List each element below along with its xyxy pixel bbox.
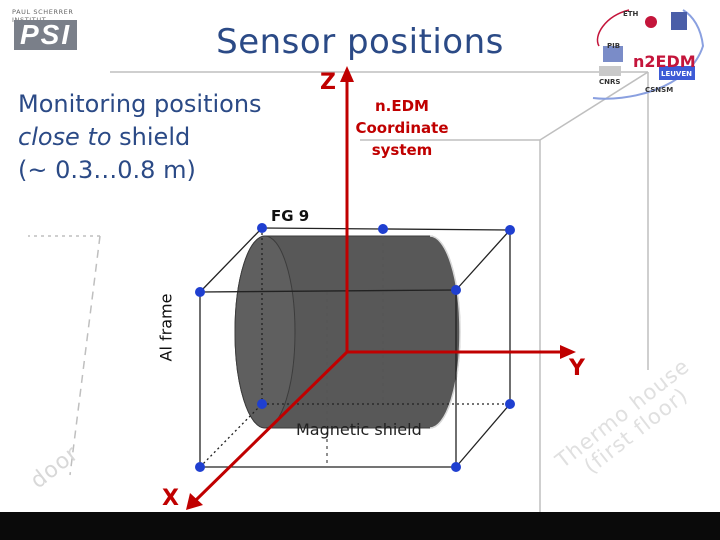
room-outline	[28, 71, 649, 520]
sensor-dot-fg9	[257, 223, 267, 233]
coordinate-axes	[186, 66, 576, 510]
al-frame-label: Al frame	[156, 293, 176, 362]
psi-logo: PAUL SCHERRER INSTITUT PSI	[10, 8, 110, 52]
z-axis-label: Z	[320, 70, 336, 95]
sensor-dot	[505, 225, 515, 235]
coordinate-line-1: n.EDM	[374, 97, 429, 115]
psi-logo-word: PSI	[14, 20, 78, 50]
monitoring-positions-text: Monitoring positions close to shield (~ …	[18, 88, 262, 187]
frame-front-top	[199, 289, 457, 293]
door-dashed-line	[69, 235, 101, 476]
eth-logo-text: ETH	[623, 10, 639, 18]
coordinate-line-3: system	[371, 141, 433, 159]
sensor-dot	[451, 462, 461, 472]
monitoring-italic-text: close to	[18, 123, 112, 151]
shield-right-rim	[429, 235, 461, 429]
x-axis-line	[194, 350, 349, 502]
frame-edge-top-left	[199, 227, 263, 293]
z-axis-arrowhead	[340, 66, 354, 82]
monitoring-line-1: Monitoring positions	[18, 90, 262, 118]
frame-edge-top-right	[455, 229, 511, 291]
coordinate-line-2: Coordinate	[355, 119, 449, 137]
coordinate-system-label: n.EDM Coordinate system	[352, 95, 452, 161]
csnsm-logo-text: CSNSM	[645, 86, 674, 94]
room-top-right-diagonal	[539, 71, 649, 141]
sensor-dot	[378, 224, 388, 234]
pib-logo-text: PIB	[607, 42, 621, 50]
frame-edge-bottom-left	[199, 403, 263, 468]
x-axis-arrowhead	[186, 493, 203, 510]
collaboration-logo-ring-icon	[592, 9, 705, 100]
frame-edge-bottom-right	[455, 403, 511, 468]
magnetic-shield-label: Magnetic shield	[296, 420, 422, 439]
monitoring-line-2-rest: shield	[111, 123, 191, 151]
sensor-dot	[451, 285, 461, 295]
n2edm-collaboration-logo: n2EDM ETH PIB LEUVEN CSNSM CNRS	[585, 6, 707, 102]
x-axis-label: X	[162, 486, 179, 511]
cnrs-logo-text: CNRS	[599, 78, 621, 86]
leuven-logo-text: LEUVEN	[661, 70, 692, 78]
footer-bar	[0, 512, 720, 540]
y-axis-label: Y	[569, 356, 585, 381]
sensor-dot	[195, 462, 205, 472]
sensor-positions	[195, 223, 515, 472]
sensor-dot	[505, 399, 515, 409]
page-title: Sensor positions	[216, 22, 504, 62]
monitoring-line-2: close to shield	[18, 121, 262, 154]
monitoring-line-3: (~ 0.3…0.8 m)	[18, 156, 196, 184]
n2edm-wordmark: n2EDM	[633, 52, 696, 71]
sensor-dot	[257, 399, 267, 409]
fg9-label: FG 9	[271, 207, 310, 225]
shield-left-cap	[234, 235, 296, 429]
y-axis-arrowhead	[560, 345, 576, 359]
sensor-dot	[195, 287, 205, 297]
